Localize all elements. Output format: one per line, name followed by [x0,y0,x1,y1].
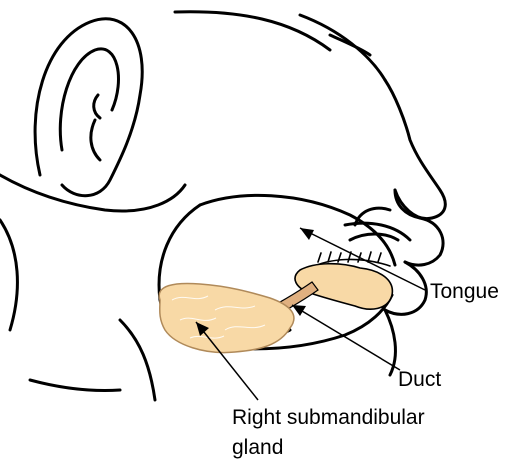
tongue-arrowhead [300,228,314,240]
label-duct: Duct [398,368,441,391]
label-gland-line1: Right submandibular [232,406,425,429]
head-outline [0,12,330,400]
duct-arrowhead [292,305,306,316]
label-gland-line2: gland [232,436,283,459]
duct-leader-line [292,305,400,370]
submandibular-gland [159,283,294,352]
label-tongue: Tongue [430,280,499,303]
ear-outline [35,19,142,196]
